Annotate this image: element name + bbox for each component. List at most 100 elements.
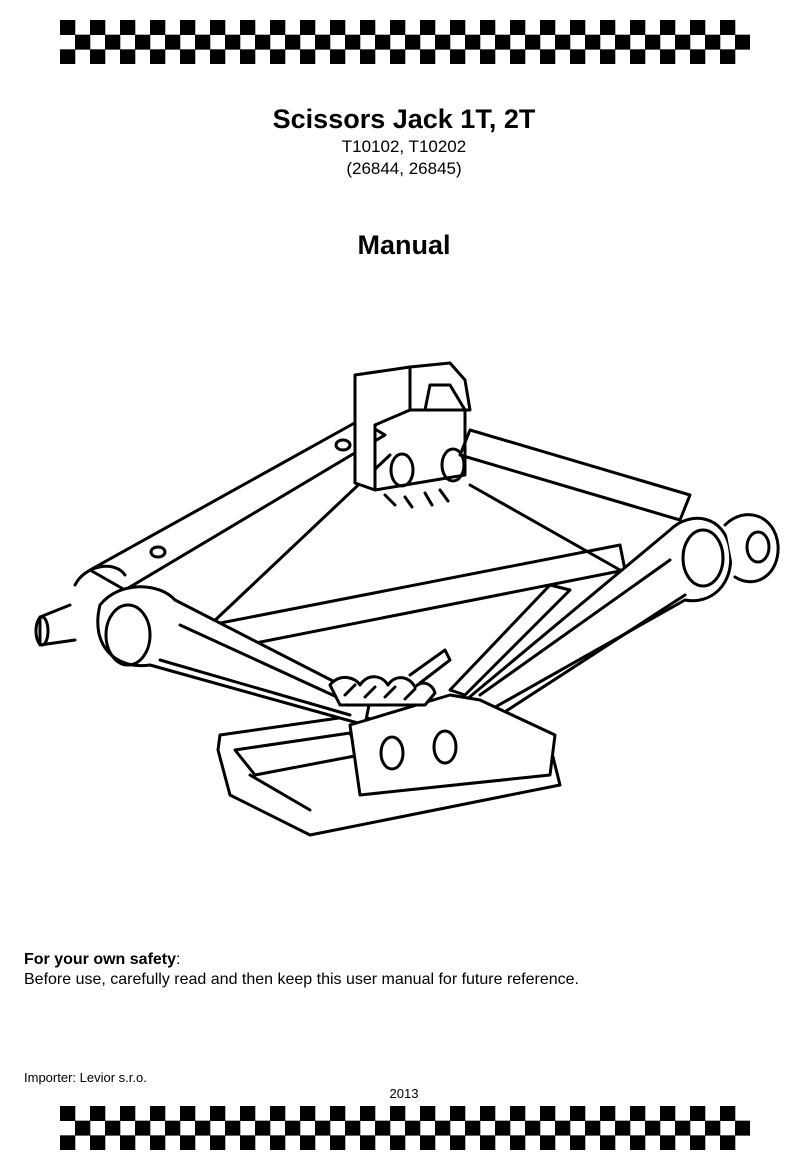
checker-square bbox=[270, 1135, 286, 1150]
checker-square bbox=[660, 20, 676, 35]
checker-square bbox=[555, 1120, 571, 1136]
checker-square bbox=[360, 1106, 376, 1121]
manual-heading: Manual bbox=[357, 230, 451, 260]
safety-colon: : bbox=[176, 951, 181, 968]
checker-square bbox=[210, 49, 226, 64]
checker-square bbox=[210, 20, 226, 35]
checker-square bbox=[630, 1106, 646, 1121]
safety-heading: For your own safety bbox=[24, 951, 177, 968]
checker-square bbox=[300, 20, 316, 35]
checker-square bbox=[600, 49, 616, 64]
checker-square bbox=[435, 34, 451, 50]
checker-square bbox=[540, 20, 556, 35]
checker-square bbox=[210, 1135, 226, 1150]
checker-square bbox=[150, 1106, 166, 1121]
checker-square bbox=[705, 1120, 721, 1136]
checker-square bbox=[630, 1135, 646, 1150]
checker-square bbox=[270, 1106, 286, 1121]
checker-square bbox=[735, 34, 750, 50]
checker-square bbox=[120, 1135, 136, 1150]
checker-square bbox=[315, 1120, 331, 1136]
checker-square bbox=[570, 49, 586, 64]
checker-square bbox=[240, 20, 256, 35]
checker-square bbox=[105, 34, 121, 50]
checker-square bbox=[180, 49, 196, 64]
checker-square bbox=[390, 49, 406, 64]
checkered-border-bottom bbox=[60, 1106, 750, 1150]
checker-square bbox=[450, 49, 466, 64]
checker-square bbox=[150, 49, 166, 64]
checker-square bbox=[510, 49, 526, 64]
checker-square bbox=[600, 1135, 616, 1150]
checker-square bbox=[465, 1120, 481, 1136]
checker-square bbox=[735, 1120, 750, 1136]
title-block: Scissors Jack 1T, 2T T10102, T10202 (268… bbox=[0, 102, 808, 180]
checker-square bbox=[345, 34, 361, 50]
checker-square bbox=[435, 1120, 451, 1136]
checker-square bbox=[645, 1120, 661, 1136]
checker-square bbox=[675, 1120, 691, 1136]
checker-square bbox=[555, 34, 571, 50]
product-codes: T10102, T10202 bbox=[341, 137, 467, 156]
checker-square bbox=[540, 49, 556, 64]
checker-square bbox=[495, 34, 511, 50]
checker-square bbox=[90, 20, 106, 35]
checker-square bbox=[105, 1120, 121, 1136]
checker-square bbox=[90, 1135, 106, 1150]
checker-square bbox=[570, 20, 586, 35]
checker-square bbox=[390, 1106, 406, 1121]
checker-square bbox=[240, 1135, 256, 1150]
checker-square bbox=[90, 1106, 106, 1121]
checker-square bbox=[660, 1106, 676, 1121]
checker-square bbox=[630, 49, 646, 64]
checker-square bbox=[540, 1135, 556, 1150]
checker-square bbox=[510, 20, 526, 35]
checker-square bbox=[420, 20, 436, 35]
safety-text: Before use, carefully read and then keep… bbox=[24, 971, 579, 988]
checker-square bbox=[495, 1120, 511, 1136]
importer-line: Importer: Levior s.r.o. bbox=[24, 1070, 147, 1085]
checker-square bbox=[705, 34, 721, 50]
checker-square bbox=[120, 1106, 136, 1121]
checker-square bbox=[165, 34, 181, 50]
checker-square bbox=[240, 1106, 256, 1121]
checker-square bbox=[600, 20, 616, 35]
checker-square bbox=[540, 1106, 556, 1121]
checker-square bbox=[615, 34, 631, 50]
checker-square bbox=[720, 49, 736, 64]
checker-square bbox=[450, 1106, 466, 1121]
checker-square bbox=[300, 49, 316, 64]
checker-square bbox=[60, 1106, 76, 1121]
checker-square bbox=[195, 1120, 211, 1136]
checker-square bbox=[75, 34, 91, 50]
checker-square bbox=[360, 1135, 376, 1150]
checker-square bbox=[60, 20, 76, 35]
checker-square bbox=[465, 34, 481, 50]
checker-square bbox=[525, 1120, 541, 1136]
checker-square bbox=[120, 20, 136, 35]
checker-square bbox=[720, 1106, 736, 1121]
scissors-jack-illustration bbox=[34, 361, 780, 837]
checkered-border-top bbox=[60, 20, 750, 64]
checker-square bbox=[420, 49, 436, 64]
checker-square bbox=[330, 20, 346, 35]
checker-square bbox=[330, 49, 346, 64]
checker-square bbox=[570, 1135, 586, 1150]
checker-square bbox=[180, 1135, 196, 1150]
checker-square bbox=[75, 1120, 91, 1136]
checker-square bbox=[255, 1120, 271, 1136]
page-title: Scissors Jack 1T, 2T bbox=[272, 104, 536, 134]
checker-square bbox=[180, 1106, 196, 1121]
checker-square bbox=[300, 1135, 316, 1150]
checker-square bbox=[660, 1135, 676, 1150]
checker-square bbox=[525, 34, 541, 50]
checker-square bbox=[210, 1106, 226, 1121]
checker-square bbox=[450, 1135, 466, 1150]
checker-square bbox=[405, 34, 421, 50]
checker-square bbox=[315, 34, 331, 50]
checker-square bbox=[135, 1120, 151, 1136]
checker-square bbox=[615, 1120, 631, 1136]
publication-year: 2013 bbox=[389, 1086, 419, 1101]
checker-square bbox=[375, 1120, 391, 1136]
checker-square bbox=[180, 20, 196, 35]
